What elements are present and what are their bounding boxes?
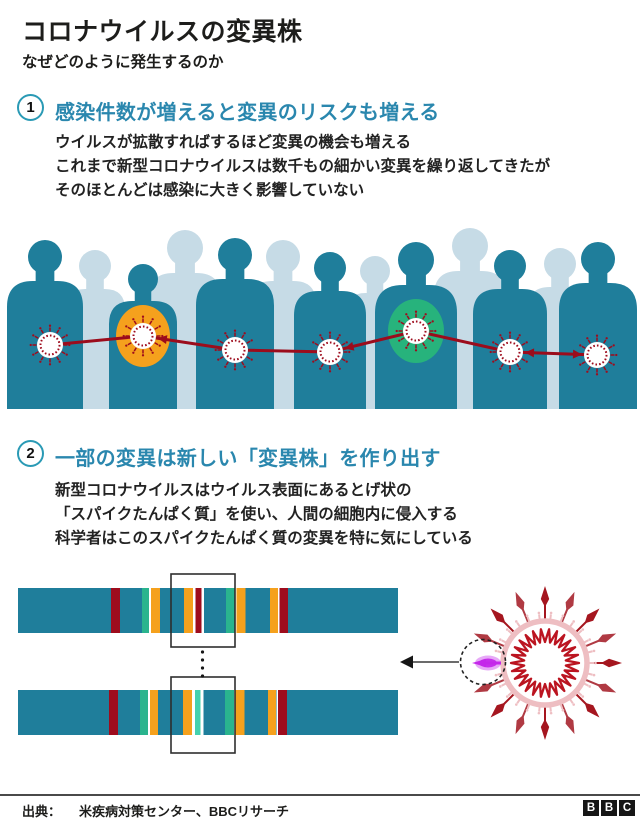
genome-stripe xyxy=(276,690,278,735)
genome-and-virus-diagram xyxy=(18,573,622,754)
pointer-arrowhead-icon xyxy=(400,655,413,669)
page-subtitle: なぜどのように発生するのか xyxy=(22,54,224,71)
spike-protein-icon xyxy=(565,714,575,735)
section-2-body-line: 新型コロナウイルスはウイルス表面にあるとげ状の xyxy=(55,482,412,499)
spike-protein-icon xyxy=(540,719,550,740)
bbc-logo: B B C xyxy=(583,800,635,816)
section-1-body-line: ウイルスが拡散すればするほど変異の機会も増える xyxy=(55,134,412,151)
chain-arrowhead-icon xyxy=(344,341,355,351)
dotted-link-dot xyxy=(200,666,205,670)
source-label: 出典： xyxy=(22,804,62,819)
source-attribution: 出典： 米疾病対策センター、BBCリサーチ xyxy=(22,801,289,820)
virus-particle-icon xyxy=(395,310,437,352)
genome-stripe xyxy=(270,588,278,633)
spike-protein-icon xyxy=(540,586,550,607)
bbc-logo-letter: C xyxy=(619,800,635,816)
genome-bar-variant xyxy=(18,690,398,735)
genome-stripe xyxy=(195,588,202,633)
genome-stripe xyxy=(140,690,148,735)
spike-protein-icon xyxy=(490,702,506,718)
genome-stripe xyxy=(278,690,287,735)
crowd-transmission-illustration xyxy=(7,228,637,409)
genome-stripe xyxy=(200,690,204,735)
section-1-body-line: そのほとんどは感染に大きく影響していない xyxy=(55,182,365,199)
section-1-heading: 感染件数が増えると変異のリスクも増える xyxy=(55,102,440,124)
genome-stripe xyxy=(150,690,158,735)
section-1-number: 1 xyxy=(26,99,35,116)
genome-stripe xyxy=(226,588,235,633)
genome-stripe xyxy=(149,588,151,633)
virus-particle-icon xyxy=(489,331,531,373)
chain-arrowhead-icon xyxy=(157,335,168,345)
virus-particle-icon xyxy=(29,324,71,366)
spike-protein-icon xyxy=(584,702,600,718)
spike-protein-icon xyxy=(601,658,622,668)
section-1-body-line: これまで新型コロナウイルスは数千もの細かい変異を繰り返してきたが xyxy=(55,158,551,175)
dotted-link-dot xyxy=(200,650,205,654)
section-2-number-badge: 2 xyxy=(17,440,44,467)
spike-protein-icon xyxy=(490,608,506,624)
dotted-link-dot xyxy=(200,658,205,662)
person-silhouette xyxy=(196,238,274,409)
genome-bar-original xyxy=(18,588,398,633)
genome-stripe xyxy=(109,690,118,735)
spike-protein-icon xyxy=(596,633,617,643)
genome-stripe xyxy=(279,588,288,633)
genome-stripe xyxy=(142,588,149,633)
section-1-number-badge: 1 xyxy=(17,94,44,121)
genome-stripe xyxy=(225,690,234,735)
genome-stripe xyxy=(193,588,196,633)
genome-stripe xyxy=(183,690,192,735)
bbc-logo-letter: B xyxy=(583,800,599,816)
spike-protein-icon xyxy=(473,683,494,693)
genome-stripe xyxy=(192,690,195,735)
virus-rna-zigzag xyxy=(509,628,581,698)
coronavirus-illustration xyxy=(459,586,622,740)
genome-stripe xyxy=(111,588,120,633)
genome-stripe xyxy=(195,690,201,735)
genome-stripe xyxy=(268,690,276,735)
section-2-body-line: 「スパイクたんぱく質」を使い、人間の細胞内に侵入する xyxy=(55,506,458,523)
genome-stripe xyxy=(278,588,280,633)
virus-particle-icon xyxy=(122,315,164,357)
bbc-logo-letter: B xyxy=(601,800,617,816)
mutation-highlight-box-top xyxy=(170,573,236,648)
dotted-link-dot xyxy=(200,674,205,678)
person-silhouette xyxy=(7,240,83,409)
genome-stripe xyxy=(148,690,150,735)
genome-stripe xyxy=(184,588,193,633)
virus-particle-icon xyxy=(309,331,351,373)
person-silhouette xyxy=(294,252,366,409)
section-1-body: ウイルスが拡散すればするほど変異の機会も増える これまで新型コロナウイルスは数千… xyxy=(55,131,550,203)
dashed-focus-circle xyxy=(459,638,507,686)
footer-divider xyxy=(0,794,640,796)
virus-particle-icon xyxy=(576,334,618,376)
spike-protein-icon xyxy=(515,591,525,612)
section-2-body: 新型コロナウイルスはウイルス表面にあるとげ状の 「スパイクたんぱく質」を使い、人… xyxy=(55,479,473,551)
genome-stripe xyxy=(151,588,160,633)
genome-stripe xyxy=(201,588,204,633)
spike-protein-icon xyxy=(515,714,525,735)
virus-particle-icon xyxy=(214,329,256,371)
genome-stripe xyxy=(235,690,245,735)
page-title: コロナウイルスの変異株 xyxy=(22,18,303,46)
spike-protein-icon xyxy=(596,683,617,693)
spike-protein-icon xyxy=(584,608,600,624)
section-2-number: 2 xyxy=(26,445,35,462)
spike-protein-icon xyxy=(565,591,575,612)
section-2-heading: 一部の変異は新しい「変異株」を作り出す xyxy=(55,448,441,470)
section-2-body-line: 科学者はこのスパイクたんぱく質の変異を特に気にしている xyxy=(55,530,473,547)
genome-stripe xyxy=(236,588,246,633)
source-text: 米疾病対策センター、BBCリサーチ xyxy=(79,804,290,819)
